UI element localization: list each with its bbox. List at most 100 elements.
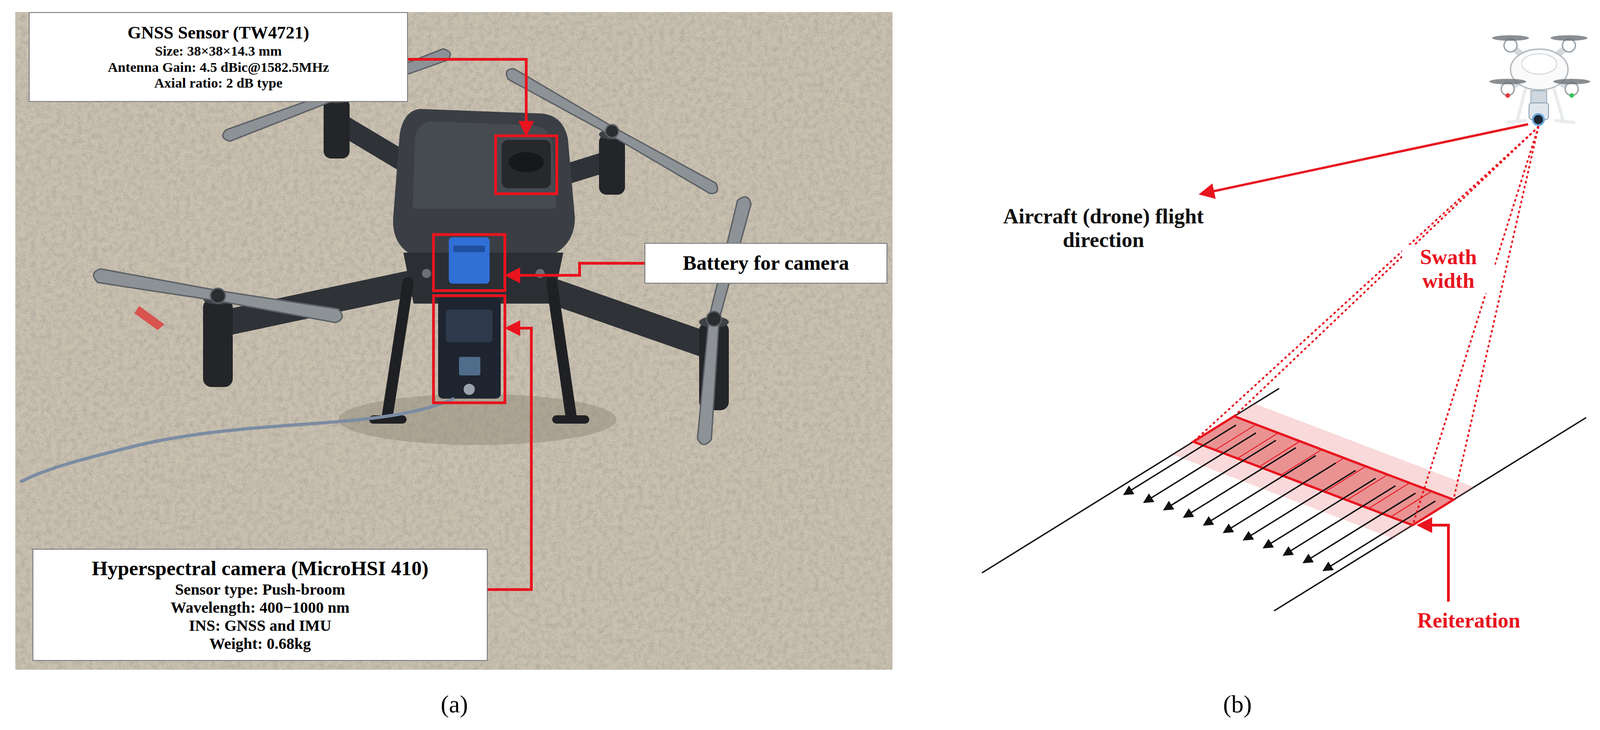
ground-grain — [15, 12, 893, 670]
drone-icon-leg — [1553, 85, 1564, 122]
landing-leg — [387, 282, 408, 418]
panel-label: (b) — [1209, 689, 1266, 719]
drone-icon-skid — [1555, 120, 1574, 123]
pixel-divider — [1368, 483, 1410, 509]
gnss-antenna — [508, 152, 544, 173]
fov-line — [1193, 127, 1539, 442]
battery-stripe — [453, 245, 485, 253]
ground — [15, 12, 893, 670]
callout-text: Axial ratio: 2 dB type — [154, 75, 283, 92]
highlight-box — [433, 234, 505, 291]
flight-arrow — [1304, 493, 1416, 563]
ribbon — [134, 305, 165, 331]
camera-battery — [448, 237, 490, 284]
scan-overlap — [1172, 403, 1474, 539]
drone-photo — [15, 12, 893, 670]
flight-arrow — [1184, 447, 1296, 517]
flight-arrow — [1284, 485, 1396, 555]
body-top — [412, 121, 557, 209]
camera-lens — [463, 383, 475, 396]
callout-text: Wavelength: 400−1000 nm — [170, 598, 350, 617]
highlight-boxes — [433, 135, 557, 403]
callout-heading: Hyperspectral camera (MicroHSI 410) — [91, 557, 429, 581]
flight-arrows — [1124, 425, 1436, 571]
callout-box: Battery for camera — [644, 242, 888, 284]
ground-texture — [15, 12, 893, 670]
propeller-blade — [503, 66, 615, 138]
motor — [599, 134, 625, 195]
drone-icon-led — [1569, 93, 1575, 98]
leader-arrow — [507, 263, 645, 276]
camera-port — [458, 356, 481, 376]
drone-icon-skid — [1507, 120, 1526, 123]
fov-line — [1234, 127, 1539, 417]
drone-icon-motor — [1562, 38, 1576, 52]
drone-icon — [1489, 35, 1591, 126]
motor — [203, 299, 233, 388]
leader-arrow — [407, 59, 527, 134]
body-shell — [393, 108, 575, 253]
callout-text: Sensor type: Push-broom — [174, 580, 345, 599]
propeller-blade — [216, 287, 344, 324]
propeller-hub — [605, 124, 619, 138]
camera-cable — [20, 398, 455, 483]
pixel-divider — [1346, 474, 1388, 501]
body-detail — [421, 268, 432, 279]
landing-leg — [551, 282, 572, 418]
callout-box: GNSS Sensor (TW4721)Size: 38×38×14.3 mmA… — [28, 12, 408, 102]
drone-icon-shell — [1521, 53, 1557, 75]
pixel-divider — [1237, 433, 1279, 459]
flight-arrow — [1244, 470, 1356, 540]
callout-heading: GNSS Sensor (TW4721) — [127, 22, 310, 44]
gnss-module — [501, 140, 551, 189]
drone-icon-motor — [1504, 38, 1518, 52]
callout-text: Weight: 0.68kg — [209, 634, 311, 653]
propeller-blade — [609, 125, 721, 197]
propeller-blade — [696, 318, 722, 446]
drone-icon-gimbal — [1530, 90, 1547, 103]
drone-icon-led — [1505, 93, 1511, 98]
drone-icon-body — [1510, 49, 1569, 90]
callout-heading: Battery for camera — [682, 251, 849, 276]
propeller-blade — [92, 267, 219, 304]
highlight-box — [495, 135, 557, 194]
drone-icon-propeller — [1489, 78, 1527, 85]
reiteration-arrow — [1419, 525, 1449, 602]
flight-arrow — [1124, 425, 1237, 495]
landing-foot — [556, 415, 586, 424]
leader-arrow — [487, 328, 532, 590]
hyperspectral-camera — [438, 296, 501, 399]
drone-icon-propeller — [1553, 78, 1591, 85]
pixel-divider — [1259, 441, 1301, 467]
scan-schematic — [981, 35, 1591, 612]
drone-icon-propeller — [1491, 35, 1530, 41]
flight-arrow — [1264, 478, 1376, 548]
drone-icon-propeller — [1550, 35, 1588, 41]
field-of-view-lines — [1193, 127, 1539, 526]
flight-arrow — [1324, 501, 1436, 571]
landing-gear — [373, 282, 586, 420]
fov-line — [1412, 127, 1539, 526]
callout-box: Hyperspectral camera (MicroHSI 410)Senso… — [32, 548, 488, 662]
drone-icon-lens — [1532, 114, 1544, 126]
callout-text: Antenna Gain: 4.5 dBic@1582.5MHz — [107, 59, 329, 76]
drone-icon-leg — [1517, 85, 1527, 122]
highlight-box — [433, 295, 505, 403]
flight-arrow — [1164, 440, 1276, 510]
callout-text: Size: 38×38×14.3 mm — [154, 43, 282, 60]
flight-arrow — [1204, 455, 1316, 525]
panel-label: (a) — [426, 689, 483, 719]
flight-direction-arrow — [1201, 124, 1529, 194]
annotation-label: Swath width — [1402, 244, 1495, 294]
propeller-hub — [210, 288, 226, 304]
callout-text: INS: GNSS and IMU — [188, 616, 332, 635]
motor — [323, 98, 350, 159]
camera-panel — [446, 309, 493, 343]
annotation-label: Reiteration — [1399, 608, 1539, 634]
fov-line — [1453, 127, 1539, 500]
flight-arrow — [1224, 463, 1336, 533]
propeller-hub — [706, 311, 722, 327]
annotation-label: Aircraft (drone) flight direction — [964, 203, 1243, 253]
leader-arrows — [407, 59, 645, 590]
